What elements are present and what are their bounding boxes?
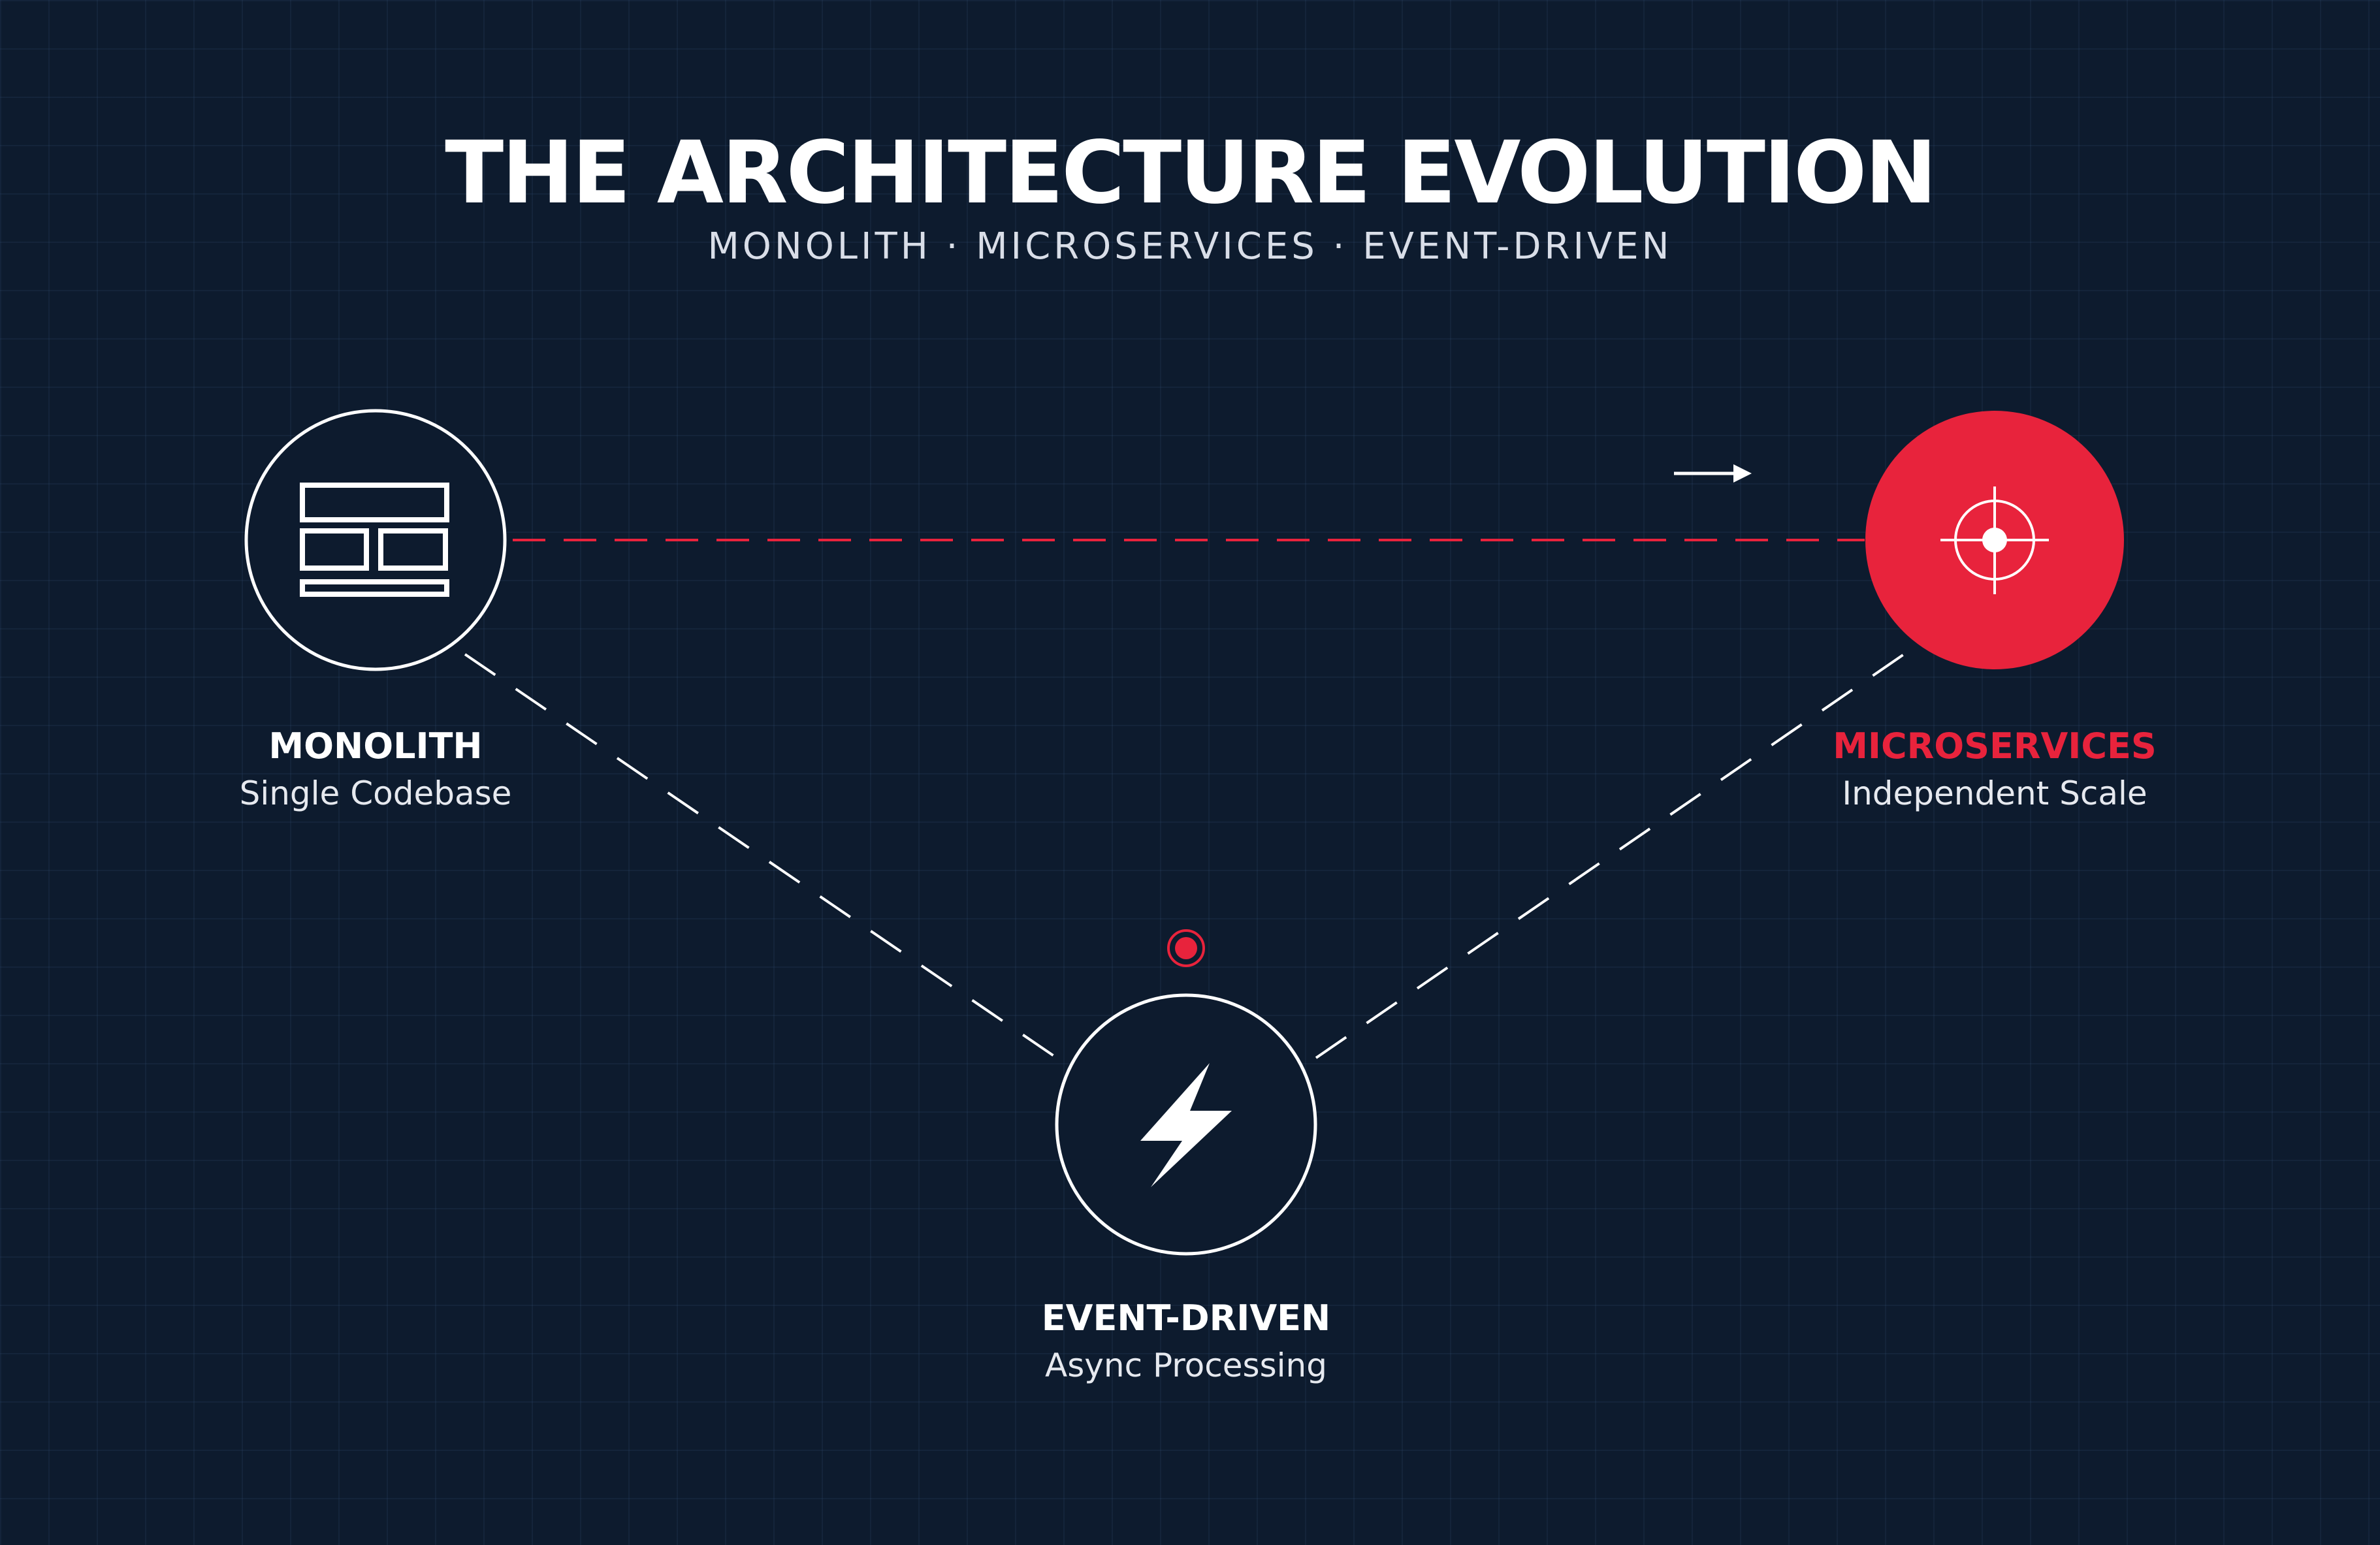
event-driven-name: EVENT-DRIVEN bbox=[1041, 1298, 1331, 1339]
microservices-node[interactable] bbox=[1865, 411, 2124, 669]
monolith-name: MONOLITH bbox=[268, 725, 483, 767]
monolith-node[interactable] bbox=[244, 409, 507, 671]
monolith-label: MONOLITH Single Codebase bbox=[82, 724, 669, 818]
event-dot-icon bbox=[1167, 929, 1205, 967]
event-driven-description: Async Processing bbox=[1045, 1346, 1327, 1384]
page-title: THE ARCHITECTURE EVOLUTION bbox=[445, 123, 1937, 223]
layout-icon bbox=[300, 483, 449, 597]
microservices-name: MICROSERVICES bbox=[1833, 725, 2157, 767]
page-subtitle: MONOLITH · MICROSERVICES · EVENT-DRIVEN bbox=[707, 225, 1673, 268]
arrow-right-icon bbox=[1674, 464, 1752, 483]
microservices-label: MICROSERVICES Independent Scale bbox=[1701, 724, 2289, 818]
lightning-bolt-icon bbox=[1140, 1063, 1232, 1187]
monolith-description: Single Codebase bbox=[239, 774, 512, 812]
event-driven-node[interactable] bbox=[1055, 993, 1317, 1256]
connector-event-driven-microservices bbox=[1315, 652, 1907, 1059]
microservices-description: Independent Scale bbox=[1842, 774, 2147, 812]
crosshair-icon bbox=[1940, 486, 2049, 594]
monolith-circle bbox=[244, 409, 507, 671]
connector-monolith-event-driven bbox=[464, 653, 1058, 1059]
event-driven-label: EVENT-DRIVEN Async Processing bbox=[892, 1296, 1480, 1390]
